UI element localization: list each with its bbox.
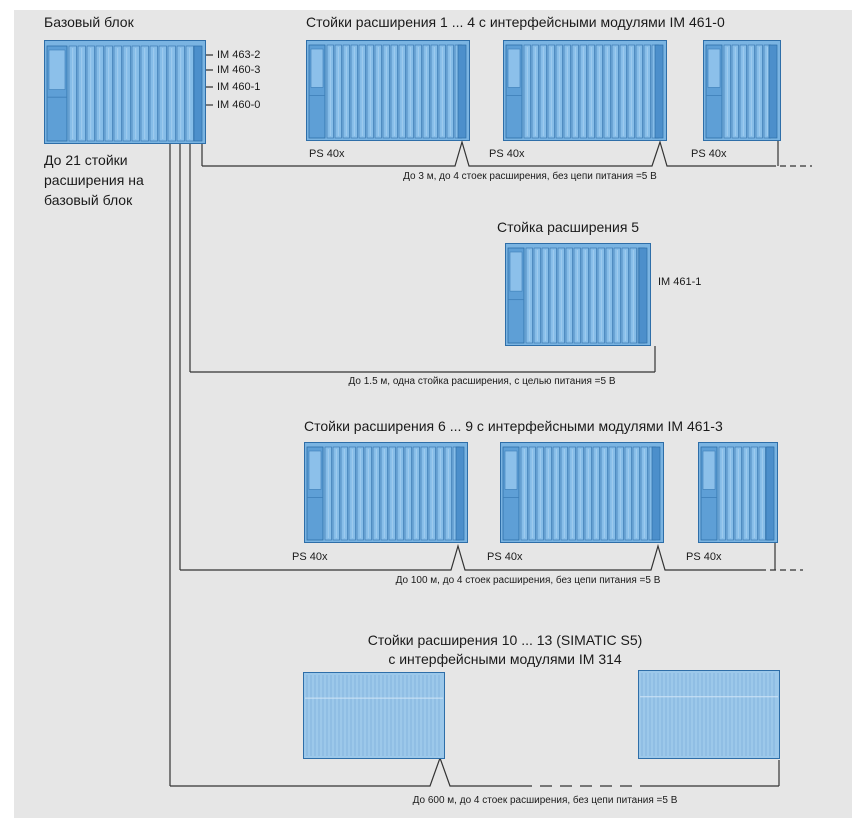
base-rack [44, 40, 206, 144]
group4-distance-note: До 600 м, до 4 стоек расширения, без цеп… [412, 795, 678, 806]
group2-module-label: IM 461-1 [658, 276, 702, 288]
rack-graphic [505, 243, 651, 346]
group4-title-line-2: с интерфейсными модулями IM 314 [388, 651, 622, 667]
module-label-im463-2: IM 463-2 [217, 49, 261, 61]
group2-title: Стойка расширения 5 [497, 219, 640, 235]
expansion-rack-10 [303, 672, 445, 759]
expansion-rack-4 [703, 40, 781, 141]
rack-graphic [44, 40, 206, 144]
expansion-rack-5 [505, 243, 651, 346]
group1-ps-label-3: PS 40x [691, 148, 727, 160]
base-note-line-3: базовый блок [44, 192, 133, 208]
expansion-rack-1 [306, 40, 470, 141]
expansion-rack-9 [698, 442, 778, 543]
group3-ps-label-2: PS 40x [487, 551, 523, 563]
group3-title: Стойки расширения 6 ... 9 с интерфейсным… [304, 418, 723, 434]
rack-graphic [304, 442, 468, 543]
rack-graphic [703, 40, 781, 141]
expansion-rack-2 [503, 40, 667, 141]
base-note-line-2: расширения на [44, 172, 144, 188]
group1-ps-label-1: PS 40x [309, 148, 345, 160]
rack-graphic [303, 672, 445, 759]
group3-ps-label-1: PS 40x [292, 551, 328, 563]
expansion-rack-6 [304, 442, 468, 543]
module-label-im460-3: IM 460-3 [217, 64, 261, 76]
group3-ps-label-3: PS 40x [686, 551, 722, 563]
rack-graphic [698, 442, 778, 543]
group3-distance-note: До 100 м, до 4 стоек расширения, без цеп… [395, 575, 661, 586]
base-title: Базовый блок [44, 14, 134, 30]
rack-graphic [306, 40, 470, 141]
module-label-im460-1: IM 460-1 [217, 81, 261, 93]
rack-graphic [500, 442, 664, 543]
group1-ps-label-2: PS 40x [489, 148, 525, 160]
rack-graphic [503, 40, 667, 141]
group2-distance-note: До 1.5 м, одна стойка расширения, с цель… [348, 376, 616, 387]
base-note-line-1: До 21 стойки [44, 152, 128, 168]
group4-title-line-1: Стойки расширения 10 ... 13 (SIMATIC S5) [367, 632, 643, 648]
rack-graphic [638, 670, 780, 759]
expansion-rack-7 [500, 442, 664, 543]
group1-distance-note: До 3 м, до 4 стоек расширения, без цепи … [403, 171, 657, 182]
expansion-rack-13 [638, 670, 780, 759]
group1-title: Стойки расширения 1 ... 4 с интерфейсным… [306, 14, 725, 30]
module-label-im460-0: IM 460-0 [217, 99, 261, 111]
